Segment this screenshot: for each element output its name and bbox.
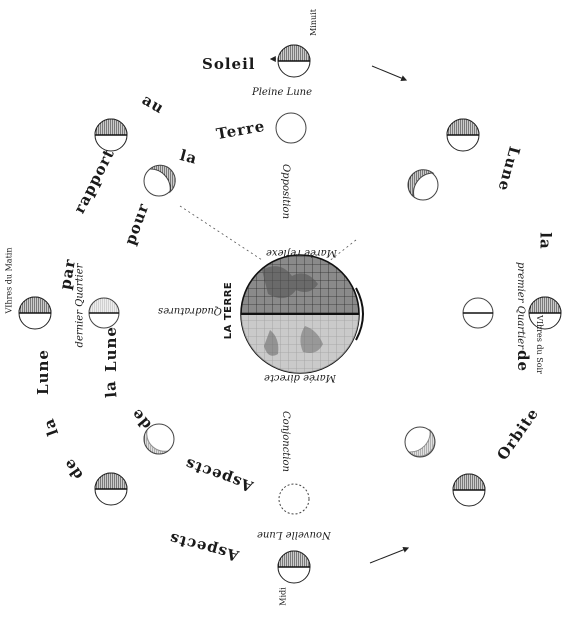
moon-outer-lower-left [95,473,127,505]
orbit-arrow-bottom [370,548,408,563]
moon-inner-upper-right [408,170,438,200]
moon-outer-morning [19,297,51,329]
orbit-word-la-inner-lower: la [101,380,120,399]
moon-outer-upper-left [95,119,127,151]
orbit-word-lune-left: Lune [34,349,52,395]
earth-globe [241,255,363,373]
orbit-word-soleil: Soleil [202,55,255,73]
moon-inner-opposition [276,113,306,143]
quadratures-label: Quadratures [158,305,222,316]
first-quarter-label: premier Quartier [515,262,526,349]
full-moon-label: Pleine Lune [252,87,312,98]
evening-label: VIhres du Soir [535,315,544,374]
moon-outer-evening [529,297,561,329]
conjunction-label: Conjonction [280,411,291,472]
moon-inner-lower-left [144,424,174,454]
tide-top-label: Marée reflexe [266,247,337,258]
tide-bottom-label: Marée directe [264,372,336,383]
moon-inner-last-quarter [89,298,119,328]
morning-label: VIhres du Matin [5,248,14,314]
new-moon-label: Nouvelle Lune [257,529,331,540]
midnight-label: Minuit [309,9,318,36]
orbit-word-de-right: de [514,350,532,372]
opposition-label: Opposition [280,164,291,219]
earth-label: LA TERRE [223,282,234,339]
moon-inner-upper-left [144,165,175,196]
moon-outer-upper-right [447,119,479,151]
moon-outer-midnight [278,45,310,77]
orbit-word-lune-inner: Lune [102,326,120,372]
moon-inner-conjunction [279,484,309,514]
moon-outer-lower-right [453,474,485,506]
orbit-arrow-top [372,66,406,80]
moon-inner-first-quarter [463,298,493,328]
orbit-word-la-right: la [537,232,555,249]
moon-outer-noon [278,551,310,583]
noon-label: Midi [279,587,288,605]
moon-inner-lower-right [405,427,435,457]
